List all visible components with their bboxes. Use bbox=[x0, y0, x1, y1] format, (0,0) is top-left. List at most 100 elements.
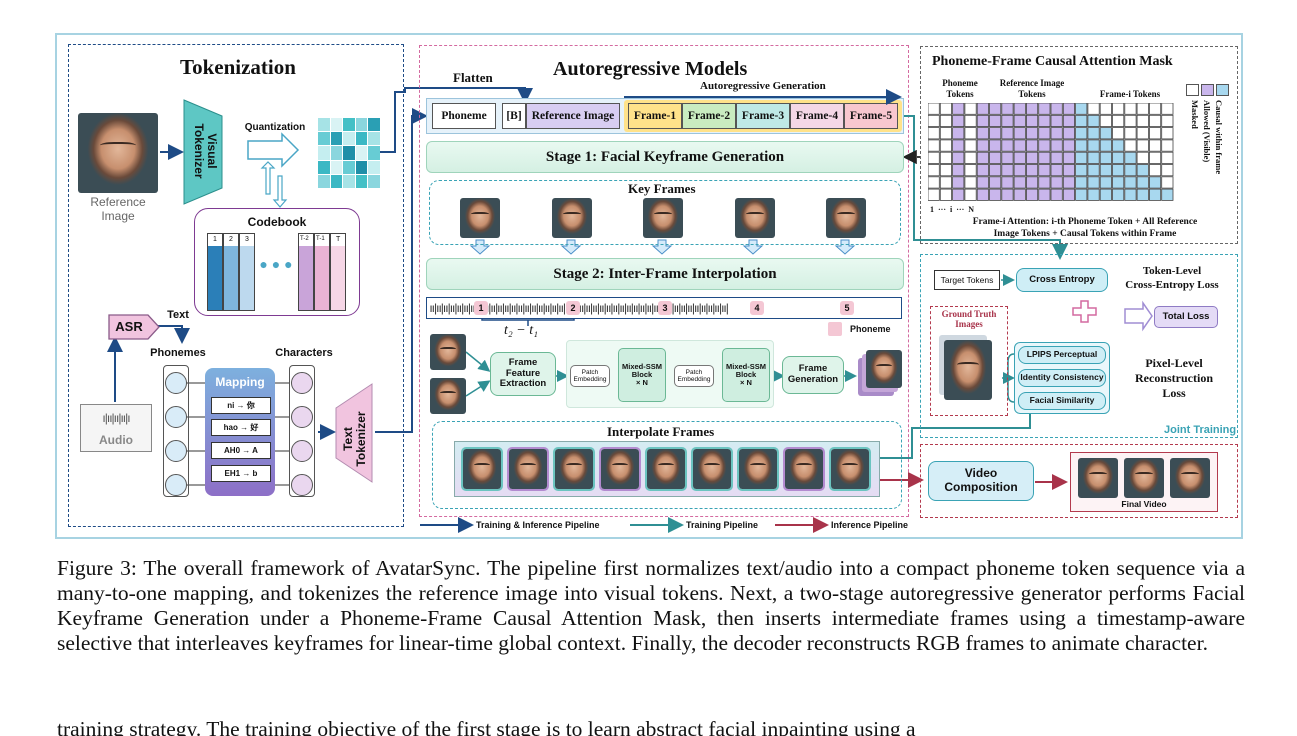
mask-cell bbox=[1087, 114, 1100, 128]
mask-cell bbox=[939, 139, 953, 152]
mask-cell bbox=[1148, 188, 1162, 201]
mask-cell bbox=[976, 188, 989, 201]
mask-cell bbox=[1087, 139, 1100, 152]
autoregressive-generation-label: Autoregressive Generation bbox=[700, 80, 826, 92]
ground-truth-label: Ground Truth Images bbox=[941, 309, 997, 329]
mask-cell bbox=[928, 103, 940, 115]
mask-cell bbox=[976, 139, 989, 152]
mask-cell bbox=[1161, 127, 1174, 140]
mask-cell bbox=[1087, 127, 1100, 140]
mask-axis-ticks: 1 ··· i ··· N bbox=[930, 205, 975, 214]
mask-cell bbox=[989, 103, 1002, 115]
asr-box bbox=[108, 314, 160, 340]
token-level-loss: Token-Level Cross-Entropy Loss bbox=[1125, 265, 1219, 291]
mask-cell bbox=[964, 151, 977, 164]
mask-cell bbox=[1161, 139, 1174, 152]
mask-cell bbox=[1026, 176, 1039, 189]
mask-cell bbox=[1099, 176, 1112, 189]
mask-cell bbox=[989, 151, 1002, 164]
mask-cell bbox=[1148, 176, 1162, 189]
reference-image-tokens-label: Reference Image Tokens bbox=[999, 78, 1065, 99]
mask-cell bbox=[1124, 176, 1137, 189]
mask-cell bbox=[989, 188, 1002, 201]
mapping-row: ni → 你 bbox=[211, 397, 271, 414]
mask-cell bbox=[1050, 164, 1063, 177]
interpolated-frame bbox=[691, 447, 733, 491]
mask-cell bbox=[1161, 114, 1174, 128]
mask-cell bbox=[1026, 114, 1039, 128]
mask-cell bbox=[928, 176, 940, 189]
ground-truth-panel bbox=[930, 306, 1008, 416]
mask-cell bbox=[1112, 188, 1125, 201]
mixed-ssm-block: Mixed-SSM Block × N bbox=[722, 348, 770, 402]
interpolated-frame bbox=[553, 447, 595, 491]
flatten-label: Flatten bbox=[453, 70, 493, 85]
mask-cell bbox=[1112, 176, 1125, 189]
mask-cell bbox=[1001, 176, 1014, 189]
mask-cell bbox=[952, 103, 965, 115]
mask-cell bbox=[939, 151, 953, 164]
mask-cell bbox=[976, 176, 989, 189]
mask-cell bbox=[928, 164, 940, 177]
mask-cell bbox=[964, 127, 977, 140]
mask-cell bbox=[1038, 114, 1051, 128]
tokenization-title: Tokenization bbox=[180, 55, 296, 79]
codebook-ellipsis: ● ● ● bbox=[259, 256, 293, 272]
mask-cell bbox=[952, 164, 965, 177]
mask-cell bbox=[952, 127, 965, 140]
key-frame bbox=[460, 198, 500, 238]
mask-cell bbox=[1050, 114, 1063, 128]
mask-cell bbox=[976, 164, 989, 177]
mask-cell bbox=[1112, 139, 1125, 152]
mask-cell bbox=[1087, 176, 1100, 189]
mask-cell bbox=[1112, 151, 1125, 164]
total-loss: Total Loss bbox=[1154, 306, 1218, 328]
phoneme-node bbox=[165, 406, 187, 428]
mask-cell bbox=[1124, 127, 1137, 140]
audio-box bbox=[80, 404, 152, 452]
interpolated-frame bbox=[783, 447, 825, 491]
key-frames-panel bbox=[429, 180, 901, 245]
mask-cell bbox=[1013, 188, 1026, 201]
mask-cell bbox=[964, 188, 977, 201]
mask-cell bbox=[1124, 114, 1137, 128]
attention-mask-grid bbox=[928, 103, 1174, 201]
tokenization-panel bbox=[68, 44, 404, 527]
mask-cell bbox=[928, 127, 940, 140]
attention-mask-title: Phoneme-Frame Causal Attention Mask bbox=[932, 54, 1173, 69]
mask-cell bbox=[1075, 164, 1088, 177]
mask-cell bbox=[1136, 164, 1149, 177]
character-node bbox=[291, 406, 313, 428]
mask-cell bbox=[1148, 139, 1162, 152]
characters-label: Characters bbox=[275, 347, 333, 359]
mask-cell bbox=[1161, 151, 1174, 164]
mask-cell bbox=[1087, 188, 1100, 201]
codebook bbox=[194, 208, 360, 316]
mask-cell bbox=[1013, 127, 1026, 140]
stage2-inter-frame-interpolation: Stage 2: Inter-Frame Interpolation bbox=[426, 258, 904, 290]
key-frames-label: Key Frames bbox=[628, 181, 696, 196]
mask-cell bbox=[1124, 188, 1137, 201]
mask-cell bbox=[1124, 151, 1137, 164]
phoneme-node bbox=[165, 474, 187, 496]
mask-cell bbox=[964, 139, 977, 152]
codebook-cell: T-1 bbox=[314, 233, 330, 311]
codebook-cell: 3 bbox=[239, 233, 255, 311]
mask-cell bbox=[1001, 164, 1014, 177]
reference-image-label: Reference Image bbox=[90, 195, 146, 223]
mask-cell bbox=[1013, 103, 1026, 115]
token-frame-3: Frame-3 bbox=[736, 103, 790, 129]
phonemes-column bbox=[163, 365, 189, 497]
mask-cell bbox=[1148, 164, 1162, 177]
mask-cell bbox=[1013, 139, 1026, 152]
mask-cell bbox=[1112, 127, 1125, 140]
mask-cell bbox=[1001, 139, 1014, 152]
mask-cell bbox=[1075, 103, 1088, 115]
mask-cell bbox=[1013, 114, 1026, 128]
mask-cell bbox=[1136, 114, 1149, 128]
autoregressive-panel bbox=[419, 45, 909, 517]
mask-cell bbox=[1026, 164, 1039, 177]
mask-cell bbox=[1161, 103, 1174, 115]
mask-cell bbox=[939, 188, 953, 201]
